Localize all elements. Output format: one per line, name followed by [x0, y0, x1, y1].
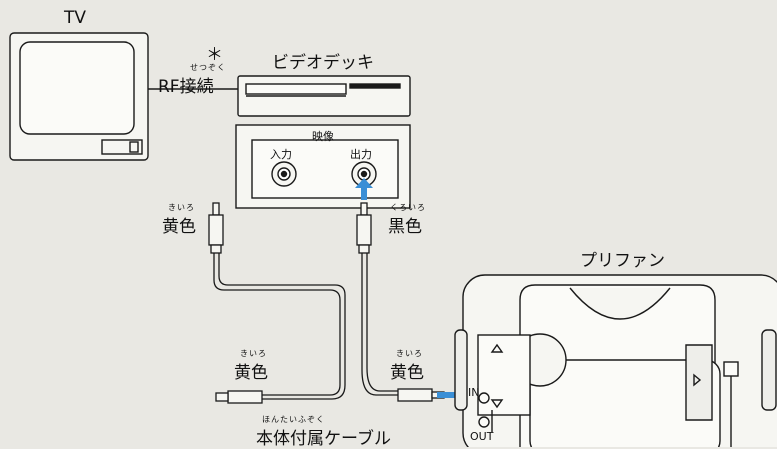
- yellow-ruby-right: きいろ: [396, 349, 423, 358]
- prifan-label: プリファン: [580, 251, 665, 271]
- yellow-label-left: 黄色: [234, 363, 268, 383]
- input-jack-label: 入力: [270, 148, 292, 161]
- yellow-ruby-top: きいろ: [168, 203, 195, 212]
- included-cable-label: 本体付属ケーブル: [256, 429, 391, 449]
- yellow-label-right: 黄色: [390, 363, 424, 383]
- tv-drawing: [9, 32, 149, 161]
- black-label: 黒色: [388, 217, 422, 237]
- black-ruby: くろいろ: [390, 203, 426, 212]
- included-cable-ruby: ほんたいふぞく: [262, 415, 325, 424]
- output-jack-label: 出力: [350, 148, 372, 161]
- out-port-label: OUT: [470, 430, 494, 443]
- black-plug-top: [356, 202, 372, 254]
- yellow-label-top: 黄色: [162, 217, 196, 237]
- rf-connection-ruby: せつぞく: [190, 63, 226, 72]
- video-panel-title: 映像: [312, 130, 334, 143]
- prifan-device: [454, 274, 777, 447]
- tv-label: TV: [64, 8, 87, 28]
- in-port-label: IN: [468, 386, 480, 399]
- video-deck-label: ビデオデッキ: [272, 53, 374, 73]
- output-arrow: [355, 178, 373, 200]
- video-jack-panel: [235, 124, 411, 209]
- video-deck-drawing: [237, 75, 411, 117]
- yellow-ruby-left: きいろ: [240, 349, 267, 358]
- yellow-plug-top: [208, 202, 224, 254]
- included-cable: [213, 253, 398, 400]
- yellow-plug-left: [215, 390, 263, 404]
- asterisk-mark: ＊: [206, 45, 223, 65]
- rf-connection-label: RF接続: [158, 77, 214, 97]
